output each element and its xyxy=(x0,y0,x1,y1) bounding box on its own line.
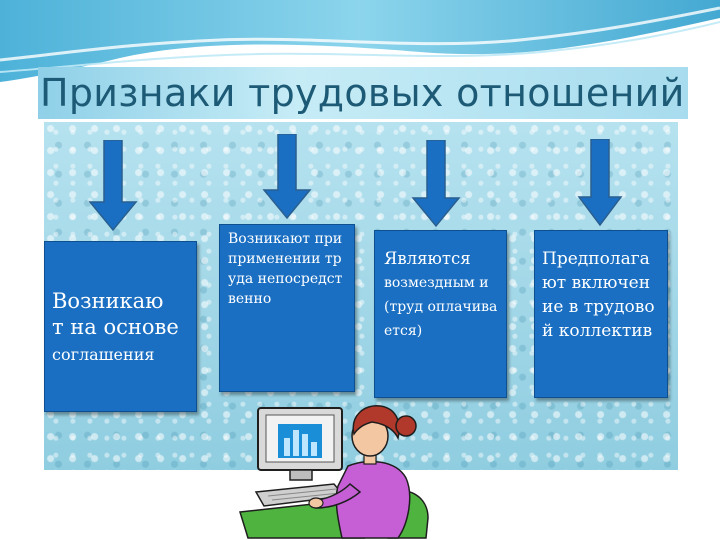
down-arrow-icon xyxy=(577,139,623,227)
box-text: соглашения xyxy=(52,345,155,364)
computer-monitor-icon xyxy=(257,407,343,481)
box-text: возмездным и (труд оплачивается) xyxy=(384,275,498,339)
woman-at-computer-illustration xyxy=(239,405,429,539)
box-text: Предполагают включение в трудовой коллек… xyxy=(542,249,655,341)
box-text: Являются xyxy=(384,249,471,268)
box-text: Возникают при применении труда непосредс… xyxy=(228,231,343,307)
decorative-wave-header xyxy=(0,0,720,82)
feature-box-labor-application: Возникают при применении труда непосредс… xyxy=(219,224,355,392)
feature-box-agreement: Возникаю т на основе соглашения xyxy=(44,241,197,412)
down-arrow-icon xyxy=(411,140,461,228)
down-arrow-icon xyxy=(262,134,312,220)
feature-box-paid: Являются возмездным и (труд оплачивается… xyxy=(374,230,507,398)
feature-box-collective: Предполагают включение в трудовой коллек… xyxy=(534,230,668,398)
box-text: т на основе xyxy=(52,315,179,339)
box-text: Возникаю xyxy=(52,289,164,313)
slide-title: Признаки трудовых отношений xyxy=(40,71,685,115)
title-band xyxy=(38,67,688,119)
down-arrow-icon xyxy=(88,140,138,232)
